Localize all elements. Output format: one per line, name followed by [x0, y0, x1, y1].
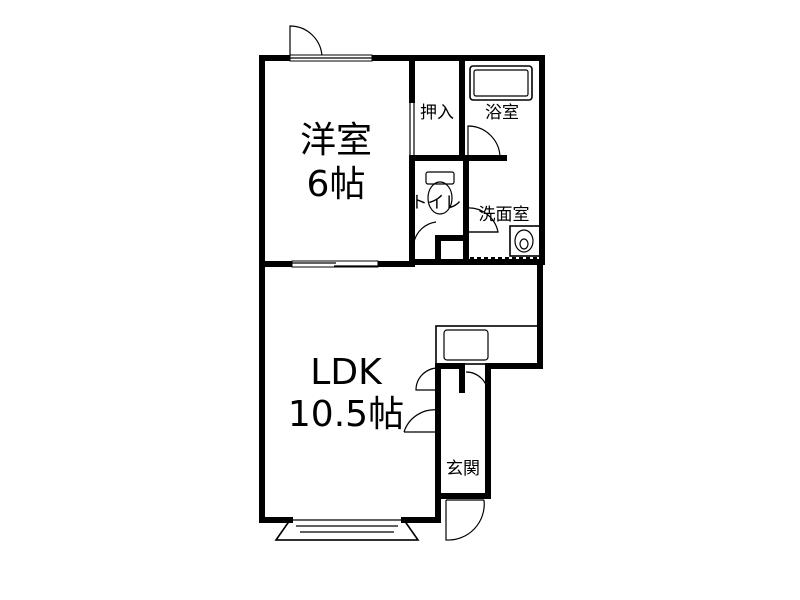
- toilet-label: トイレ: [411, 193, 462, 213]
- entrance-label: 玄関: [446, 459, 480, 479]
- toilet-block: [409, 155, 545, 265]
- western-room-name: 洋室: [300, 120, 372, 161]
- exterior-walls: [259, 54, 545, 523]
- closet-label: 押入: [420, 103, 454, 123]
- washroom: [465, 207, 541, 259]
- closet: [409, 55, 471, 161]
- western-ldk-partition: [259, 260, 415, 268]
- kitchen-counter: [435, 325, 539, 365]
- ldk-size: 10.5帖: [288, 394, 404, 435]
- bay-window: [274, 519, 420, 541]
- north-door: [289, 25, 323, 59]
- bathroom-label: 浴室: [485, 103, 519, 123]
- entrance-partitions: [403, 363, 489, 433]
- western-room-size: 6帖: [307, 164, 366, 205]
- ldk-name: LDK: [310, 352, 383, 393]
- washroom-label: 洗面室: [479, 205, 530, 225]
- entrance-door: [445, 499, 485, 541]
